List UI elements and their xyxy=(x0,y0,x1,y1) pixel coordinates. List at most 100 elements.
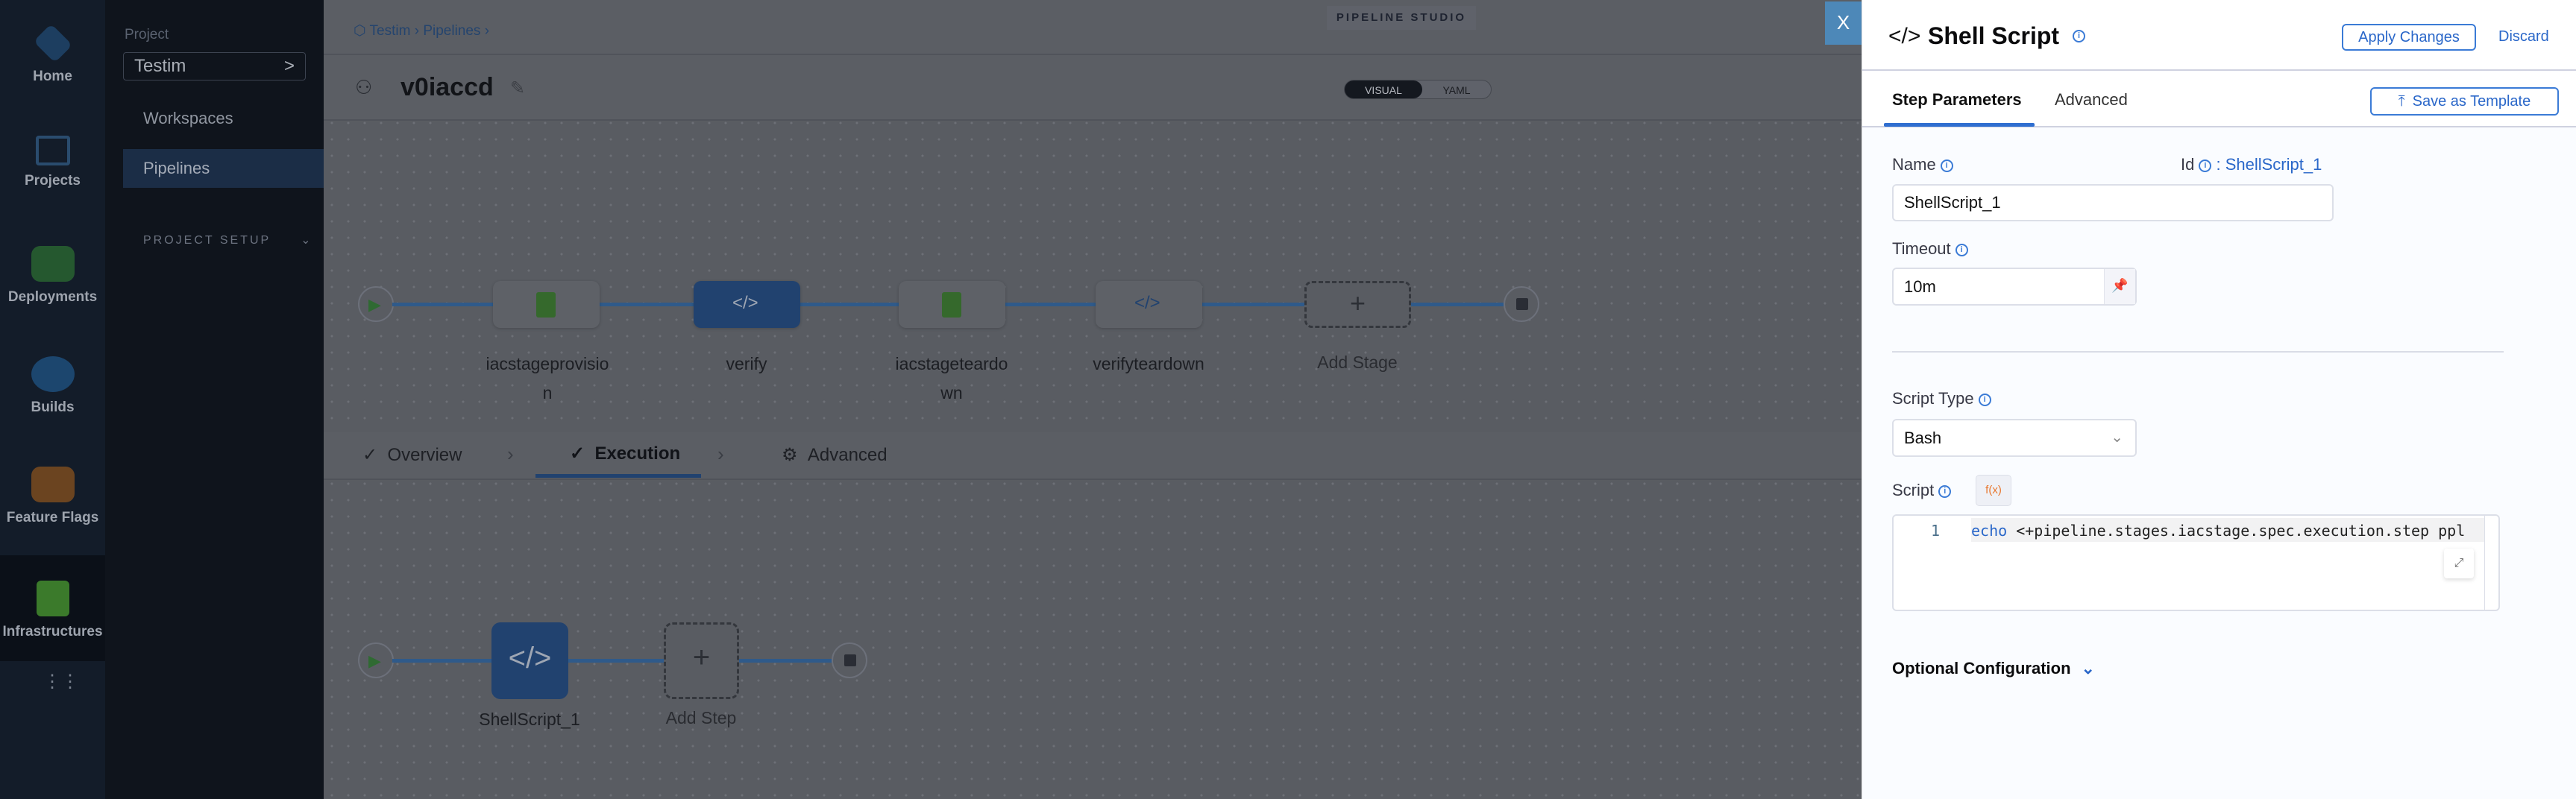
nav-label: Feature Flags xyxy=(6,510,99,525)
apply-changes-button[interactable]: Apply Changes xyxy=(2342,24,2476,51)
nav-item-feature-flags[interactable]: Feature Flags xyxy=(0,441,105,552)
stage-verifyteardown[interactable]: </> xyxy=(1096,281,1202,328)
main-nav: Home Projects Deployments Builds Feature… xyxy=(0,0,105,799)
infrastructure-icon xyxy=(536,292,556,318)
expand-editor-icon[interactable]: ⤢ xyxy=(2444,549,2474,578)
timeout-input[interactable]: 10m📌 xyxy=(1892,268,2137,306)
chevron-right-icon: › xyxy=(507,443,514,465)
info-icon[interactable]: i xyxy=(2199,160,2212,172)
builds-icon xyxy=(31,356,75,392)
visual-toggle[interactable]: VISUAL xyxy=(1345,80,1422,98)
panel-header: </> Shell Script i Apply Changes Discard xyxy=(1862,0,2576,71)
nav2-item-workspaces[interactable]: Workspaces xyxy=(143,109,233,127)
code-line: echo <+pipeline.stages.iacstage.spec.exe… xyxy=(1971,518,2484,542)
info-icon[interactable]: i xyxy=(1978,394,1991,406)
shell-script-icon: </> xyxy=(732,293,758,313)
script-type-select[interactable]: Bash⌄ xyxy=(1892,419,2137,457)
pipeline-studio-badge: PIPELINE STUDIO xyxy=(1327,6,1476,30)
home-icon xyxy=(33,23,72,63)
line-number: 1 xyxy=(1931,522,1941,540)
id-value: : ShellScript_1 xyxy=(2216,155,2322,174)
edit-pencil-icon[interactable]: ✎ xyxy=(510,78,526,98)
nav-item-projects[interactable]: Projects xyxy=(0,110,105,221)
info-icon[interactable]: i xyxy=(1940,160,1953,172)
discard-button[interactable]: Discard xyxy=(2498,28,2549,45)
pipeline-name: v0iaccd xyxy=(400,73,494,101)
stage-tabs: ✓ Overview › ✓ Execution › ⚙ Advanced xyxy=(324,432,1862,480)
nav-item-builds[interactable]: Builds xyxy=(0,331,105,441)
yaml-toggle[interactable]: YAML xyxy=(1442,84,1471,96)
panel-tabs: Step Parameters Advanced ⤒Save as Templa… xyxy=(1862,71,2576,127)
tab-advanced[interactable]: ⚙ Advanced xyxy=(782,445,888,465)
tab-overview[interactable]: ✓ Overview xyxy=(362,445,462,465)
chevron-right-icon: > xyxy=(283,56,295,76)
secondary-nav: Project Testim > Workspaces Pipelines PRO… xyxy=(105,0,324,799)
expression-toggle-button[interactable]: f(x) xyxy=(1976,475,2011,506)
save-as-template-button[interactable]: ⤒Save as Template xyxy=(2370,87,2559,116)
tab-advanced[interactable]: Advanced xyxy=(2055,90,2128,109)
breadcrumb-testim[interactable]: Testim xyxy=(369,23,411,39)
nav-item-deployments[interactable]: Deployments xyxy=(0,221,105,331)
project-value: Testim xyxy=(134,56,186,76)
studio-header: ⬡ Testim › Pipelines › PIPELINE STUDIO xyxy=(324,0,1862,55)
add-stage-button[interactable]: + xyxy=(1304,281,1411,328)
breadcrumb-pipelines[interactable]: Pipelines xyxy=(423,23,481,39)
nav-label: Projects xyxy=(25,173,81,189)
step-config-panel: </> Shell Script i Apply Changes Discard… xyxy=(1862,0,2576,799)
infrastructure-icon xyxy=(942,292,961,318)
stop-icon xyxy=(1516,298,1528,310)
chevron-right-icon: › xyxy=(717,443,724,465)
project-selector[interactable]: Testim > xyxy=(123,52,306,80)
editor-scrollbar[interactable] xyxy=(2484,516,2485,610)
project-setup-toggle[interactable]: PROJECT SETUP⌄ xyxy=(143,233,313,247)
step-label: ShellScript_1 xyxy=(479,710,580,729)
close-panel-button[interactable]: X xyxy=(1825,1,1862,45)
info-icon[interactable]: i xyxy=(1938,485,1952,498)
pipeline-start: ▶ xyxy=(358,286,394,322)
pipeline-end xyxy=(1504,286,1539,322)
info-icon[interactable]: i xyxy=(1955,244,1968,256)
optional-configuration-toggle[interactable]: Optional Configuration⌄ xyxy=(1892,659,2095,678)
active-tab-underline xyxy=(1884,123,2035,127)
pipeline-title-bar: ⚇ v0iaccd ✎ VISUAL YAML xyxy=(324,55,1862,121)
infrastructures-icon xyxy=(36,581,69,616)
script-editor[interactable]: 1 echo <+pipeline.stages.iacstage.spec.e… xyxy=(1892,514,2500,611)
stage-label: verifyteardown xyxy=(1093,354,1204,373)
name-input[interactable]: ShellScript_1 xyxy=(1892,184,2334,221)
add-step-button[interactable]: + xyxy=(664,622,739,699)
pin-icon[interactable]: 📌 xyxy=(2104,269,2135,304)
grid-menu-icon[interactable]: ⋮⋮ xyxy=(43,672,79,692)
info-icon[interactable]: i xyxy=(2073,30,2085,42)
stop-icon xyxy=(844,654,856,666)
chevron-down-icon: ⌄ xyxy=(301,234,313,247)
nav-item-home[interactable]: Home xyxy=(0,0,105,110)
play-icon: ▶ xyxy=(368,651,381,670)
project-label: Project xyxy=(125,27,169,42)
tab-execution[interactable]: ✓ Execution xyxy=(570,443,681,464)
step-connector xyxy=(392,659,849,663)
play-icon: ▶ xyxy=(368,295,381,314)
deployments-icon xyxy=(31,246,75,282)
chevron-down-icon: ⌄ xyxy=(2111,429,2123,446)
stage-iacstageprovision[interactable] xyxy=(493,281,600,328)
nav-label: Infrastructures xyxy=(2,624,103,639)
view-toggle: VISUAL YAML xyxy=(1344,80,1492,99)
breadcrumb: ⬡ Testim › Pipelines › xyxy=(354,23,490,39)
pipeline-studio: ⬡ Testim › Pipelines › PIPELINE STUDIO ⚇… xyxy=(324,0,1862,799)
tab-step-parameters[interactable]: Step Parameters xyxy=(1892,90,2022,109)
code-icon: </> xyxy=(1888,24,1921,48)
panel-title: Shell Script xyxy=(1928,22,2060,49)
add-stage-label: Add Stage xyxy=(1317,353,1398,372)
stage-label: verify xyxy=(726,354,767,373)
nav2-item-pipelines[interactable]: Pipelines xyxy=(123,149,324,188)
stage-iacstageteardown[interactable] xyxy=(899,281,1005,328)
feature-flags-icon xyxy=(31,467,75,502)
nav-item-infrastructures[interactable]: Infrastructures xyxy=(0,555,105,661)
stage-verify[interactable]: </> xyxy=(694,281,800,328)
step-shellscript-1[interactable]: </> xyxy=(491,622,568,699)
